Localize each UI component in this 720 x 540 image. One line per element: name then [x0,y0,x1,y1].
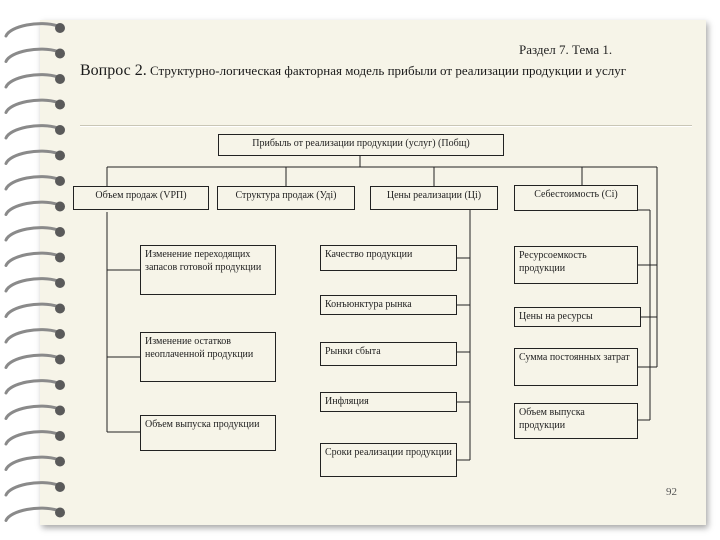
spiral-ring [4,149,60,165]
cost-factor-resource-prices: Цены на ресурсы [514,307,641,327]
spiral-hole [55,431,65,441]
spiral-hole [55,125,65,135]
spiral-ring [4,353,60,369]
spiral-ring [4,379,60,395]
cost-factor-output-volume: Объем выпуска продукции [514,403,638,439]
volume-factor-output: Объем выпуска продукции [140,415,276,451]
cost-factor-resource-intensity: Ресурсоемкость продукции [514,246,638,284]
root-box: Прибыль от реализации продукции (услуг) … [218,134,504,156]
spiral-hole [55,150,65,161]
spiral-hole [55,380,65,390]
price-factor-sales-terms: Сроки реализации продукции [320,443,457,477]
spiral-hole [55,252,65,263]
spiral-hole [55,456,65,467]
price-factor-market-conditions: Конъюнктура рынка [320,295,457,315]
cost-price-box: Себестоимость (Сi) [514,185,638,211]
spiral-hole [55,507,65,518]
spiral-ring [4,251,60,267]
slide-title: Вопрос 2. Структурно-логическая факторна… [80,62,690,79]
spiral-ring [4,124,60,140]
spiral-ring [4,73,60,89]
price-factor-quality: Качество продукции [320,245,457,271]
divider-line [80,125,692,127]
cost-factor-fixed-costs: Сумма постоянных затрат [514,348,638,386]
spiral-hole [55,303,65,314]
spiral-hole [55,329,65,339]
question-label: Вопрос 2. [80,62,147,79]
spiral-ring [4,481,60,497]
spiral-ring [4,47,60,63]
spiral-hole [55,23,65,33]
spiral-ring [4,404,60,420]
spiral-hole [55,405,65,416]
spiral-hole [55,176,65,186]
spiral-ring [4,455,60,471]
spiral-ring [4,226,60,242]
sale-prices-box: Цены реализации (Цi) [370,186,498,210]
spiral-ring [4,175,60,191]
sales-structure-box: Структура продаж (Удi) [217,186,355,210]
spiral-ring [4,98,60,114]
spiral-hole [55,354,65,365]
spiral-binding [4,22,65,522]
spiral-ring [4,328,60,344]
question-text: Структурно-логическая факторная модель п… [149,63,627,78]
spiral-hole [55,99,65,110]
spiral-ring [4,302,60,318]
volume-factor-inventory: Изменение переходящих запасов готовой пр… [140,245,276,295]
spiral-ring [4,430,60,446]
spiral-ring [4,277,60,293]
spiral-ring [4,200,60,216]
spiral-hole [55,278,65,288]
spiral-hole [55,74,65,84]
spiral-hole [55,227,65,237]
spiral-ring [4,22,60,38]
spiral-hole [55,48,65,59]
volume-factor-unpaid: Изменение остатков неоплаченной продукци… [140,332,276,382]
price-factor-sales-markets: Рынки сбыта [320,342,457,366]
price-factor-inflation: Инфляция [320,392,457,412]
sales-volume-box: Объем продаж (VРП) [73,186,209,210]
spiral-ring [4,506,60,522]
page-number: 92 [666,486,677,498]
spiral-hole [55,482,65,492]
section-header: Раздел 7. Тема 1. [519,42,613,57]
spiral-hole [55,201,65,212]
